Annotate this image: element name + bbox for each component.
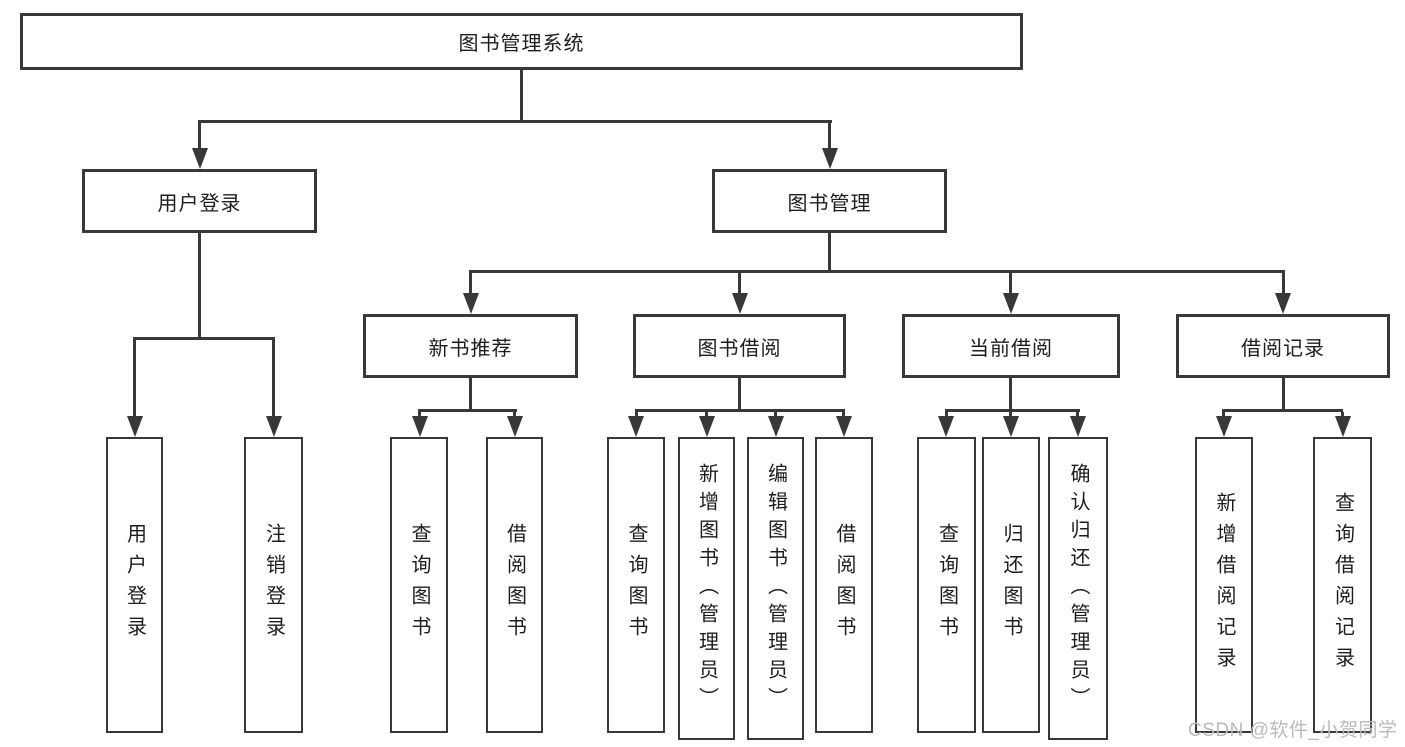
leaf-query-borrow-record-label: 查询借阅记录 [1331,492,1354,678]
connector-line [1009,273,1012,296]
connector-line [738,273,741,296]
csdn-watermark: CSDN @软件_小贺同学 [1188,720,1398,741]
arrowhead-down-icon [699,416,715,437]
leaf-add-book-admin-label: 新增图书（管理员） [695,462,718,715]
arrowhead-down-icon [628,416,644,437]
node-user-login: 用户登录 [82,169,317,233]
arrowhead-down-icon [732,293,748,314]
arrowhead-down-icon [1335,416,1351,437]
leaf-logout-label: 注销登录 [262,523,285,647]
connector-line [469,270,1285,273]
connector-line [198,123,201,150]
connector-line [635,409,845,412]
arrowhead-down-icon [1003,416,1019,437]
arrowhead-down-icon [1003,293,1019,314]
leaf-borrow-query: 查询图书 [607,437,665,733]
leaf-logout: 注销登录 [244,437,303,733]
node-current-borrow: 当前借阅 [902,314,1120,378]
arrowhead-down-icon [1070,416,1086,437]
leaf-add-book-admin: 新增图书（管理员） [678,437,735,740]
leaf-user-login-label: 用户登录 [123,523,146,647]
connector-line [469,378,472,409]
leaf-confirm-return-admin: 确认归还（管理员） [1048,437,1108,740]
leaf-newbook-borrow: 借阅图书 [486,437,543,733]
connector-line [198,120,832,123]
leaf-edit-book-admin: 编辑图书（管理员） [747,437,804,740]
leaf-add-borrow-record: 新增借阅记录 [1195,437,1253,733]
connector-line [469,273,472,296]
arrowhead-down-icon [192,148,208,169]
node-book-borrow: 图书借阅 [633,314,846,378]
leaf-current-query-label: 查询图书 [935,523,958,647]
leaf-newbook-borrow-label: 借阅图书 [503,523,526,647]
connector-line [133,337,275,340]
leaf-current-query: 查询图书 [917,437,976,733]
connector-line [198,233,201,340]
leaf-confirm-return-admin-label: 确认归还（管理员） [1067,462,1089,715]
connector-line [418,409,517,412]
connector-line [272,340,275,420]
arrowhead-down-icon [822,148,838,169]
connector-line [1222,409,1343,412]
leaf-newbook-query-label: 查询图书 [408,523,430,647]
connector-line [1009,378,1012,409]
leaf-user-login: 用户登录 [106,437,163,733]
arrowhead-down-icon [836,416,852,437]
arrowhead-down-icon [127,416,143,437]
arrowhead-down-icon [266,416,282,437]
leaf-newbook-query: 查询图书 [390,437,448,733]
leaf-borrow-book: 借阅图书 [815,437,873,733]
leaf-edit-book-admin-label: 编辑图书（管理员） [764,462,787,715]
connector-line [520,70,523,123]
node-new-book-recommend: 新书推荐 [363,314,578,378]
connector-line [1282,273,1285,296]
arrowhead-down-icon [463,293,479,314]
node-book-management: 图书管理 [712,169,947,233]
arrowhead-down-icon [412,416,428,437]
leaf-query-borrow-record: 查询借阅记录 [1313,437,1372,733]
node-root: 图书管理系统 [20,13,1023,70]
connector-line [828,233,831,273]
connector-line [738,378,741,409]
connector-line [133,340,136,420]
leaf-borrow-query-label: 查询图书 [625,523,647,647]
arrowhead-down-icon [938,416,954,437]
leaf-borrow-book-label: 借阅图书 [833,523,855,647]
arrowhead-down-icon [768,416,784,437]
connector-line [945,409,1080,412]
arrowhead-down-icon [1216,416,1232,437]
arrowhead-down-icon [1275,293,1291,314]
leaf-add-borrow-record-label: 新增借阅记录 [1213,492,1235,678]
node-borrow-records: 借阅记录 [1176,314,1390,378]
arrowhead-down-icon [507,416,523,437]
connector-line [1282,378,1285,409]
leaf-return-book-label: 归还图书 [1000,523,1022,647]
connector-line [828,123,831,150]
leaf-return-book: 归还图书 [982,437,1040,733]
